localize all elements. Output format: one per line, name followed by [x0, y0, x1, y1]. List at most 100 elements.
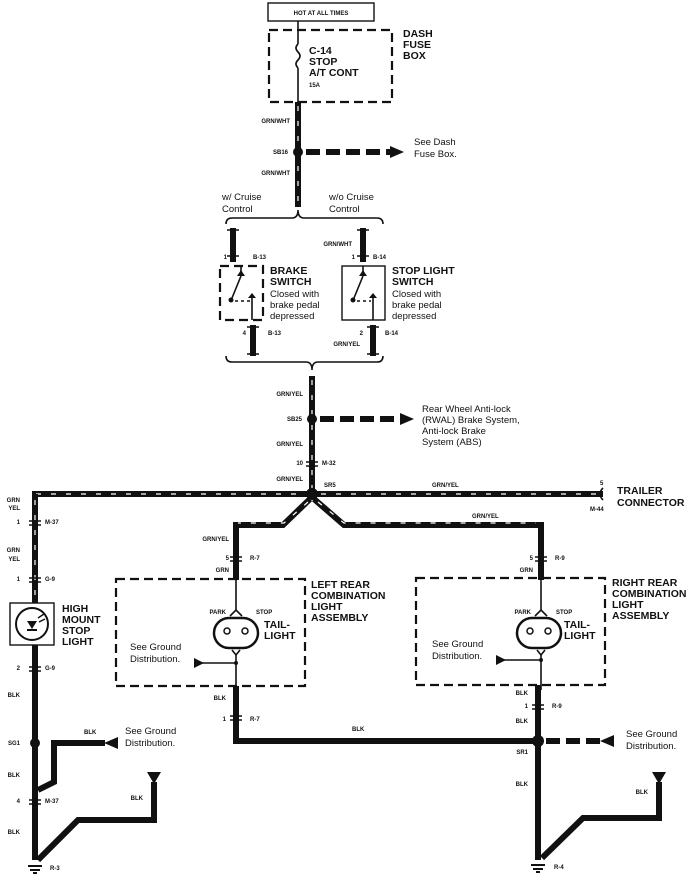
- arrow-right-icon: [400, 413, 414, 425]
- switch-contact-icon: [231, 275, 242, 299]
- wire-label: GRN/YEL: [333, 342, 360, 348]
- wire-label: GRN/WHT: [261, 119, 290, 125]
- reference-text: (RWAL) Brake System,: [422, 415, 520, 426]
- tail-light-bulb-icon: [515, 616, 563, 650]
- wire-label: BLK: [352, 727, 365, 733]
- ground-arrow-icon: [652, 772, 666, 784]
- ground-ref-arrow-icon: [496, 655, 506, 665]
- arrow-right-icon: [390, 146, 404, 158]
- cruise-option-label: Control: [329, 204, 360, 215]
- connector-label: G-9: [45, 666, 56, 672]
- splice-sg1: [30, 738, 40, 748]
- power-source-label: HOT AT ALL TIMES: [294, 11, 349, 17]
- option-brace: [225, 355, 384, 371]
- brake-switch-title: SWITCH: [270, 276, 311, 288]
- fuse-name: STOP: [309, 56, 337, 68]
- connector-label: M-37: [45, 520, 59, 526]
- wire-label: GRN: [216, 568, 229, 574]
- high-mount-title: MOUNT: [62, 614, 101, 626]
- reference-text: See Ground: [130, 642, 181, 653]
- tail-light-label: TAIL-: [564, 619, 591, 631]
- wire-ground-branch: [35, 782, 157, 863]
- high-mount-title: LIGHT: [62, 636, 94, 648]
- switch-description: brake pedal: [392, 300, 442, 311]
- wire-label: BLK: [516, 782, 529, 788]
- fuse-rating: 15A: [309, 83, 321, 89]
- reference-text: Distribution.: [125, 738, 175, 749]
- stop-label: STOP: [256, 610, 272, 616]
- pin-label: 1: [224, 255, 228, 261]
- lamp-icon: [15, 607, 49, 641]
- high-mount-title: STOP: [62, 625, 90, 637]
- right-rear-title: ASSEMBLY: [612, 610, 669, 622]
- wire-label: GRN/YEL: [276, 392, 303, 398]
- reference-text: See Ground: [432, 639, 483, 650]
- left-rear-title: LIGHT: [311, 601, 343, 613]
- switch-description: depressed: [392, 311, 436, 322]
- connector-label: M-32: [322, 461, 336, 467]
- pin-label: 10: [296, 461, 303, 467]
- connector-label: B-13: [253, 255, 267, 261]
- reference-text: Fuse Box.: [414, 149, 457, 160]
- pin-label: 1: [352, 255, 356, 261]
- wire-label: GRN/YEL: [276, 442, 303, 448]
- splice-sr1: [532, 735, 544, 747]
- wire-label: GRN: [7, 498, 20, 504]
- stop-light-switch-title: SWITCH: [392, 276, 433, 288]
- switch-description: brake pedal: [270, 300, 320, 311]
- connector-label: B-14: [373, 255, 387, 261]
- reference-text: Distribution.: [432, 651, 482, 662]
- wire-label: GRN/YEL: [472, 514, 499, 520]
- switch-description: Closed with: [392, 289, 441, 300]
- switch-contact-icon: [353, 275, 364, 299]
- pin-label: 1: [17, 520, 21, 526]
- brake-switch-title: BRAKE: [270, 265, 307, 277]
- reference-text: Rear Wheel Anti-lock: [422, 404, 511, 415]
- wire-label: YEL: [8, 506, 20, 512]
- reference-text: See Dash: [414, 137, 456, 148]
- wire-ground-branch: [539, 782, 662, 861]
- connector-label: B-13: [268, 331, 282, 337]
- tail-light-label: LIGHT: [564, 630, 596, 642]
- wire-label: GRN/YEL: [432, 483, 459, 489]
- splice-sb25: [307, 414, 317, 424]
- wire-label: BLK: [131, 796, 144, 802]
- park-label: PARK: [514, 610, 531, 616]
- pin-label: 1: [525, 704, 529, 710]
- switch-description: Closed with: [270, 289, 319, 300]
- wire-label: GRN: [520, 568, 533, 574]
- wire-to-right-rear: [312, 496, 544, 580]
- pin-label: 1: [223, 717, 227, 723]
- ground-icon: [28, 865, 42, 874]
- connector-label: G-9: [45, 577, 56, 583]
- power-source-box: [267, 2, 375, 22]
- wire-label: BLK: [8, 830, 21, 836]
- connector-label: M-37: [45, 799, 59, 805]
- pin-label: 5: [530, 556, 534, 562]
- connector-label: M-44: [590, 507, 604, 513]
- left-rear-assembly-box: [114, 577, 307, 688]
- trailer-connector-icon: [599, 487, 604, 501]
- fuse-box-title: BOX: [403, 50, 426, 62]
- pin-label: 1: [17, 577, 21, 583]
- wire-label: BLK: [8, 773, 21, 779]
- right-rear-assembly-box: [414, 576, 607, 687]
- park-label: PARK: [209, 610, 226, 616]
- trailer-connector-title: CONNECTOR: [617, 497, 685, 509]
- tail-light-bulb-icon: [212, 616, 260, 650]
- wire-label: BLK: [214, 696, 227, 702]
- arrow-left-icon: [600, 735, 614, 747]
- splice-label: SG1: [8, 741, 21, 747]
- switch-description: depressed: [270, 311, 314, 322]
- reference-text: See Ground: [626, 729, 677, 740]
- wire-label: BLK: [516, 691, 529, 697]
- stop-label: STOP: [556, 610, 572, 616]
- left-rear-title: COMBINATION: [311, 590, 385, 602]
- connector-label: R-9: [552, 704, 562, 710]
- right-rear-title: RIGHT REAR: [612, 577, 678, 589]
- tail-light-label: TAIL-: [264, 619, 291, 631]
- wire-label: GRN/YEL: [276, 477, 303, 483]
- wire-label: GRN/WHT: [261, 171, 290, 177]
